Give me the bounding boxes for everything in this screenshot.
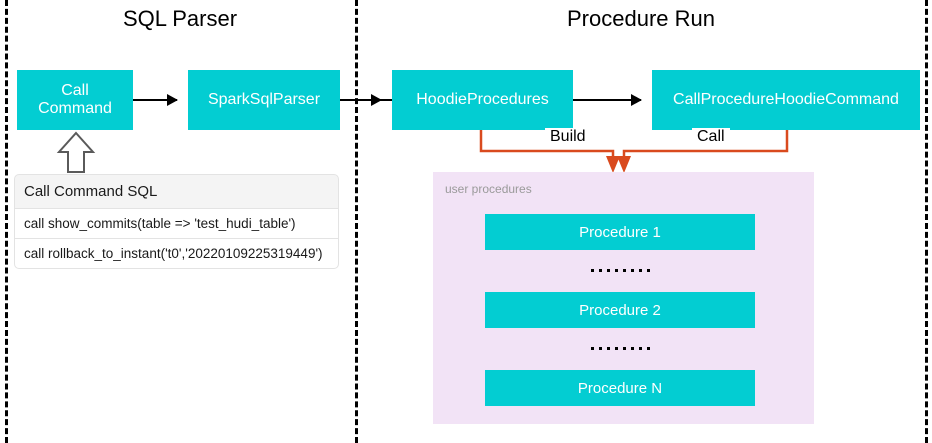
- section-divider-left: [5, 0, 8, 443]
- procedure-ellipsis: [485, 252, 755, 288]
- section-divider-middle: [355, 0, 358, 443]
- procedure-item: Procedure N: [485, 370, 755, 406]
- procedure-item: Procedure 2: [485, 292, 755, 328]
- connector-call-arrowhead: [617, 156, 631, 173]
- arrow-segment-across-divider: [340, 99, 392, 101]
- sql-table-header: Call Command SQL: [14, 174, 339, 209]
- arrow-call-command-to-spark-sql-parser: [133, 94, 178, 106]
- node-hoodie-procedures: HoodieProcedures: [392, 70, 573, 130]
- procedure-ellipsis: [485, 330, 755, 366]
- node-spark-sql-parser: SparkSqlParser: [188, 70, 340, 130]
- node-call-command: Call Command: [17, 70, 133, 130]
- sql-table-row: call show_commits(table => 'test_hudi_ta…: [14, 208, 339, 239]
- node-call-procedure-hoodie-command: CallProcedureHoodieCommand: [652, 70, 920, 130]
- user-procedures-caption: user procedures: [445, 182, 532, 196]
- sql-table-row: call rollback_to_instant('t0','202201092…: [14, 238, 339, 269]
- arrow-hoodie-procedures-to-call-procedure-hoodie-command: [573, 94, 642, 106]
- procedure-item: Procedure 1: [485, 214, 755, 250]
- section-title-sql-parser: SQL Parser: [122, 6, 238, 31]
- connector-label-build: Build: [545, 128, 591, 146]
- connector-label-call: Call: [692, 128, 730, 146]
- call-command-sql-table: Call Command SQL call show_commits(table…: [14, 174, 339, 269]
- hollow-up-arrow-icon: [56, 131, 96, 173]
- user-procedures-panel: user procedures Procedure 1 Procedure 2 …: [433, 172, 814, 424]
- section-divider-right: [925, 0, 928, 443]
- section-title-procedure-run: Procedure Run: [567, 6, 715, 31]
- connector-build-arrowhead: [606, 156, 620, 173]
